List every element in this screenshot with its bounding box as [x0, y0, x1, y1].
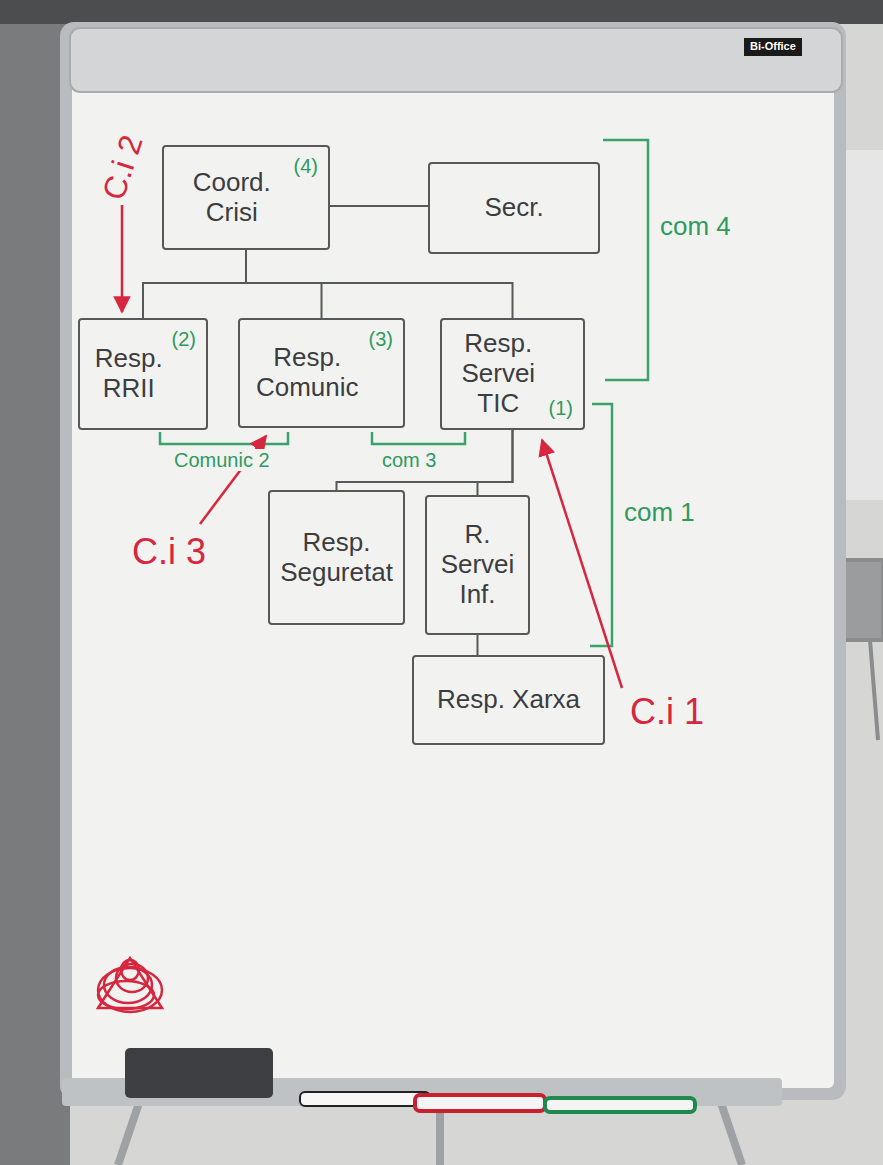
callout-label: C.i 3: [130, 532, 208, 572]
wall-right: [845, 150, 883, 500]
box-title: Resp. Comunic: [250, 343, 365, 403]
box-title: Resp. Seguretat: [280, 528, 393, 588]
org-box: Resp. RRII(2): [78, 318, 208, 430]
callout-label: C.i 2: [95, 129, 150, 206]
org-box: R. Servei Inf.: [425, 495, 530, 635]
eraser: [125, 1048, 273, 1098]
marker: [545, 1098, 695, 1112]
org-box: Coord. Crisi(4): [162, 145, 330, 250]
box-title: Secr.: [484, 193, 543, 223]
group-label: Comunic 2: [172, 449, 272, 471]
org-box: Secr.: [428, 162, 600, 254]
org-connector: [330, 205, 428, 207]
group-bracket: [372, 432, 465, 444]
callout-number: (3): [369, 328, 393, 351]
group-bracket: [590, 404, 612, 646]
red-scribble: [98, 958, 162, 1012]
org-connector: [143, 250, 246, 318]
org-box: Resp. Comunic(3): [238, 318, 405, 428]
group-label: com 4: [658, 212, 733, 241]
easel-leg: [720, 1100, 742, 1165]
group-label: com 1: [622, 498, 697, 527]
box-title: Coord. Crisi: [174, 168, 290, 228]
callout-arrow: [542, 440, 622, 688]
marker: [415, 1095, 545, 1111]
easel-leg: [118, 1100, 140, 1165]
board-frame: [60, 22, 846, 1100]
group-bracket: [603, 140, 648, 380]
brand-badge: [744, 38, 802, 56]
box-title: Resp. RRII: [90, 344, 168, 404]
org-box: Resp. Xarxa: [412, 655, 605, 745]
callout-number: (1): [549, 397, 573, 420]
callout-arrow: [121, 205, 124, 312]
group-label: com 3: [380, 449, 438, 471]
board-surface: [72, 34, 834, 1088]
marker: [300, 1092, 430, 1106]
callout-number: (4): [294, 155, 318, 178]
box-title: Resp. Servei TIC: [452, 329, 545, 419]
box-title: R. Servei Inf.: [437, 520, 518, 610]
org-box: Resp. Seguretat: [268, 490, 405, 625]
box-title: Resp. Xarxa: [437, 685, 580, 715]
board-top-clip: [70, 28, 842, 92]
callout-number: (2): [172, 328, 196, 351]
wall-top: [0, 0, 883, 24]
callout-label: C.i 1: [628, 692, 706, 732]
org-connector: [477, 635, 479, 655]
group-bracket: [160, 432, 288, 444]
org-connector: [478, 430, 513, 495]
org-connector: [246, 250, 513, 318]
org-box: Resp. Servei TIC(1): [440, 318, 585, 430]
wall-left: [0, 0, 70, 1165]
brand-logo: Bi-Office: [748, 40, 798, 52]
